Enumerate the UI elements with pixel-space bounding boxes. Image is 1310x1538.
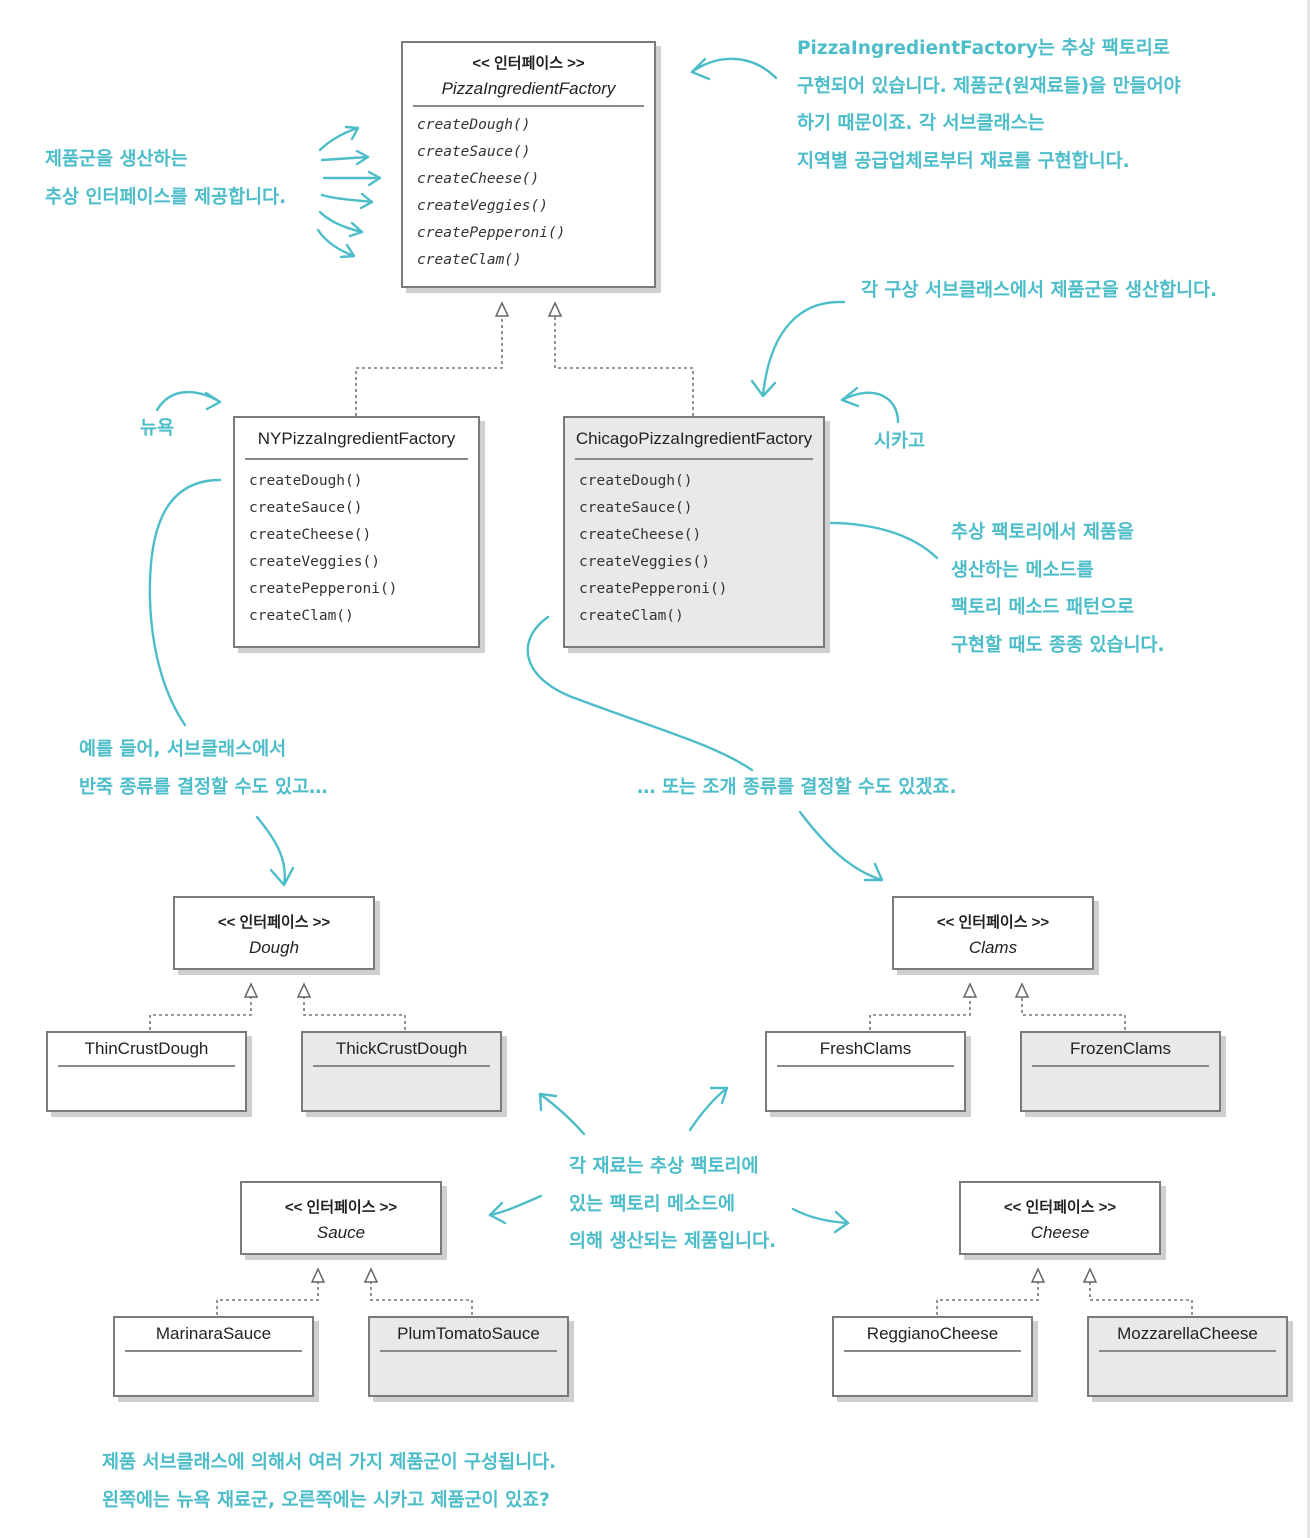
note-line: 지역별 공급업체로부터 재료를 구현합니다. (797, 150, 1130, 172)
thick-crust-dough-class: ThickCrustDough (301, 1031, 502, 1112)
class-divider (380, 1350, 557, 1352)
pizza-ingredient-factory-interface: << 인터페이스 >> PizzaIngredientFactory creat… (401, 41, 656, 288)
note-line: 구현할 때도 종종 있습니다. (951, 634, 1165, 656)
note-abstract-factory: PizzaIngredientFactory는 추상 팩토리로 구현되어 있습니… (797, 30, 1181, 180)
method: createClam() (579, 608, 684, 624)
note-factory-method: 추상 팩토리에서 제품을 생산하는 메소드를 팩토리 메소드 패턴으로 구현할 … (951, 514, 1165, 664)
interface-name: Sauce (316, 1223, 366, 1242)
class-name: ThinCrustDough (84, 1039, 209, 1058)
stereotype-label: << 인터페이스 >> (472, 55, 585, 72)
method: createPepperoni() (579, 581, 728, 597)
method: createCheese() (579, 527, 702, 543)
method: createSauce() (249, 500, 363, 516)
plum-tomato-sauce-class: PlumTomatoSauce (368, 1316, 569, 1397)
note-line: 예를 들어, 서브클래스에서 (79, 739, 287, 760)
class-divider (844, 1350, 1021, 1352)
method: createClam() (417, 252, 522, 268)
cheese-interface: << 인터페이스 >> Cheese (959, 1181, 1161, 1255)
note-line: 각 재료는 추상 팩토리에 (569, 1156, 759, 1177)
class-name: ReggianoCheese (866, 1324, 999, 1343)
note-line: 제품군을 생산하는 (45, 149, 188, 170)
method: createPepperoni() (417, 225, 566, 241)
clams-interface: << 인터페이스 >> Clams (892, 896, 1094, 970)
note-chicago-label: 시카고 (874, 431, 926, 452)
dough-interface: << 인터페이스 >> Dough (173, 896, 375, 970)
method: createVeggies() (249, 554, 380, 570)
interface-name: Cheese (1030, 1223, 1090, 1242)
stereotype-label: << 인터페이스 >> (217, 914, 331, 931)
note-clam-example: … 또는 조개 종류를 결정할 수도 있겠죠. (637, 777, 957, 798)
note-line: 생산하는 메소드를 (951, 559, 1094, 581)
inheritance-arrowheads (243, 301, 1098, 1283)
class-divider (413, 105, 644, 107)
mozzarella-cheese-class: MozzarellaCheese (1087, 1316, 1288, 1397)
reggiano-cheese-class: ReggianoCheese (832, 1316, 1033, 1397)
method: createCheese() (249, 527, 372, 543)
stereotype-label: << 인터페이스 >> (1003, 1199, 1117, 1216)
note-line: 의해 생산되는 제품입니다. (569, 1231, 777, 1252)
class-name: MozzarellaCheese (1117, 1324, 1258, 1343)
note-interface: 제품군을 생산하는 추상 인터페이스를 제공합니다. (45, 141, 286, 216)
class-divider (58, 1065, 235, 1067)
method: createSauce() (579, 500, 693, 516)
note-dough-example: 예를 들어, 서브클래스에서 반죽 종류를 결정할 수도 있고… (79, 731, 328, 806)
note-line: 제품 서브클래스에 의해서 여러 가지 제품군이 구성됩니다. (102, 1452, 557, 1473)
interface-name: Clams (968, 938, 1018, 957)
interface-name: Dough (248, 938, 300, 957)
note-line: 반죽 종류를 결정할 수도 있고… (79, 776, 328, 798)
method: createSauce() (417, 144, 531, 160)
note-line: 구현되어 있습니다. 제품군(원재료들)을 만들어야 (797, 75, 1181, 97)
note-line: 팩토리 메소드 패턴으로 (951, 597, 1135, 618)
ny-pizza-ingredient-factory-class: NYPizzaIngredientFactory createDough() c… (233, 416, 480, 648)
frozen-clams-class: FrozenClams (1020, 1031, 1221, 1112)
thin-crust-dough-class: ThinCrustDough (46, 1031, 247, 1112)
class-divider (1032, 1065, 1209, 1067)
method: createVeggies() (579, 554, 710, 570)
class-divider (245, 458, 468, 460)
class-name: PlumTomatoSauce (397, 1324, 540, 1343)
class-divider (1099, 1350, 1276, 1352)
stereotype-label: << 인터페이스 >> (284, 1199, 398, 1216)
page-edge (1307, 0, 1310, 1538)
class-name: NYPizzaIngredientFactory (257, 429, 456, 448)
chicago-pizza-ingredient-factory-class: ChicagoPizzaIngredientFactory createDoug… (563, 416, 825, 648)
class-name: FreshClams (819, 1039, 912, 1058)
note-line: 하기 때문이죠. 각 서브클래스는 (797, 113, 1045, 134)
note-line: 있는 팩토리 메소드에 (569, 1193, 736, 1215)
note-line: 추상 팩토리에서 제품을 (951, 522, 1135, 543)
class-divider (125, 1350, 302, 1352)
sauce-interface: << 인터페이스 >> Sauce (240, 1181, 442, 1255)
note-product-center: 각 재료는 추상 팩토리에 있는 팩토리 메소드에 의해 생산되는 제품입니다. (569, 1148, 776, 1261)
method: createClam() (249, 608, 354, 624)
method: createDough() (249, 473, 363, 489)
stereotype-label: << 인터페이스 >> (936, 914, 1050, 931)
method: createVeggies() (417, 198, 548, 214)
class-name: MarinaraSauce (155, 1324, 272, 1343)
method-list: createDough() createSauce() createCheese… (403, 107, 654, 274)
note-line: 왼쪽에는 뉴욕 재료군, 오른쪽에는 시카고 제품군이 있죠? (102, 1489, 550, 1511)
note-ny-label: 뉴욕 (140, 418, 175, 439)
method: createCheese() (417, 171, 540, 187)
note-line: 추상 인터페이스를 제공합니다. (45, 186, 287, 208)
class-divider (575, 458, 813, 460)
inheritance-connectors (149, 308, 1193, 1315)
method: createDough() (417, 117, 531, 133)
note-concrete-subclass: 각 구상 서브클래스에서 제품군을 생산합니다. (861, 280, 1218, 301)
method: createPepperoni() (249, 581, 398, 597)
fresh-clams-class: FreshClams (765, 1031, 966, 1112)
class-divider (313, 1065, 490, 1067)
method-list: createDough() createSauce() createCheese… (565, 460, 823, 630)
marinara-sauce-class: MarinaraSauce (113, 1316, 314, 1397)
class-divider (777, 1065, 954, 1067)
class-name: FrozenClams (1069, 1039, 1172, 1058)
class-name: ChicagoPizzaIngredientFactory (575, 429, 813, 448)
note-line: PizzaIngredientFactory는 추상 팩토리로 (797, 38, 1170, 59)
method-list: createDough() createSauce() createCheese… (235, 460, 478, 630)
method: createDough() (579, 473, 693, 489)
class-name: ThickCrustDough (335, 1039, 468, 1058)
note-bottom-summary: 제품 서브클래스에 의해서 여러 가지 제품군이 구성됩니다. 왼쪽에는 뉴욕 … (102, 1444, 556, 1519)
interface-name: PizzaIngredientFactory (441, 79, 616, 98)
